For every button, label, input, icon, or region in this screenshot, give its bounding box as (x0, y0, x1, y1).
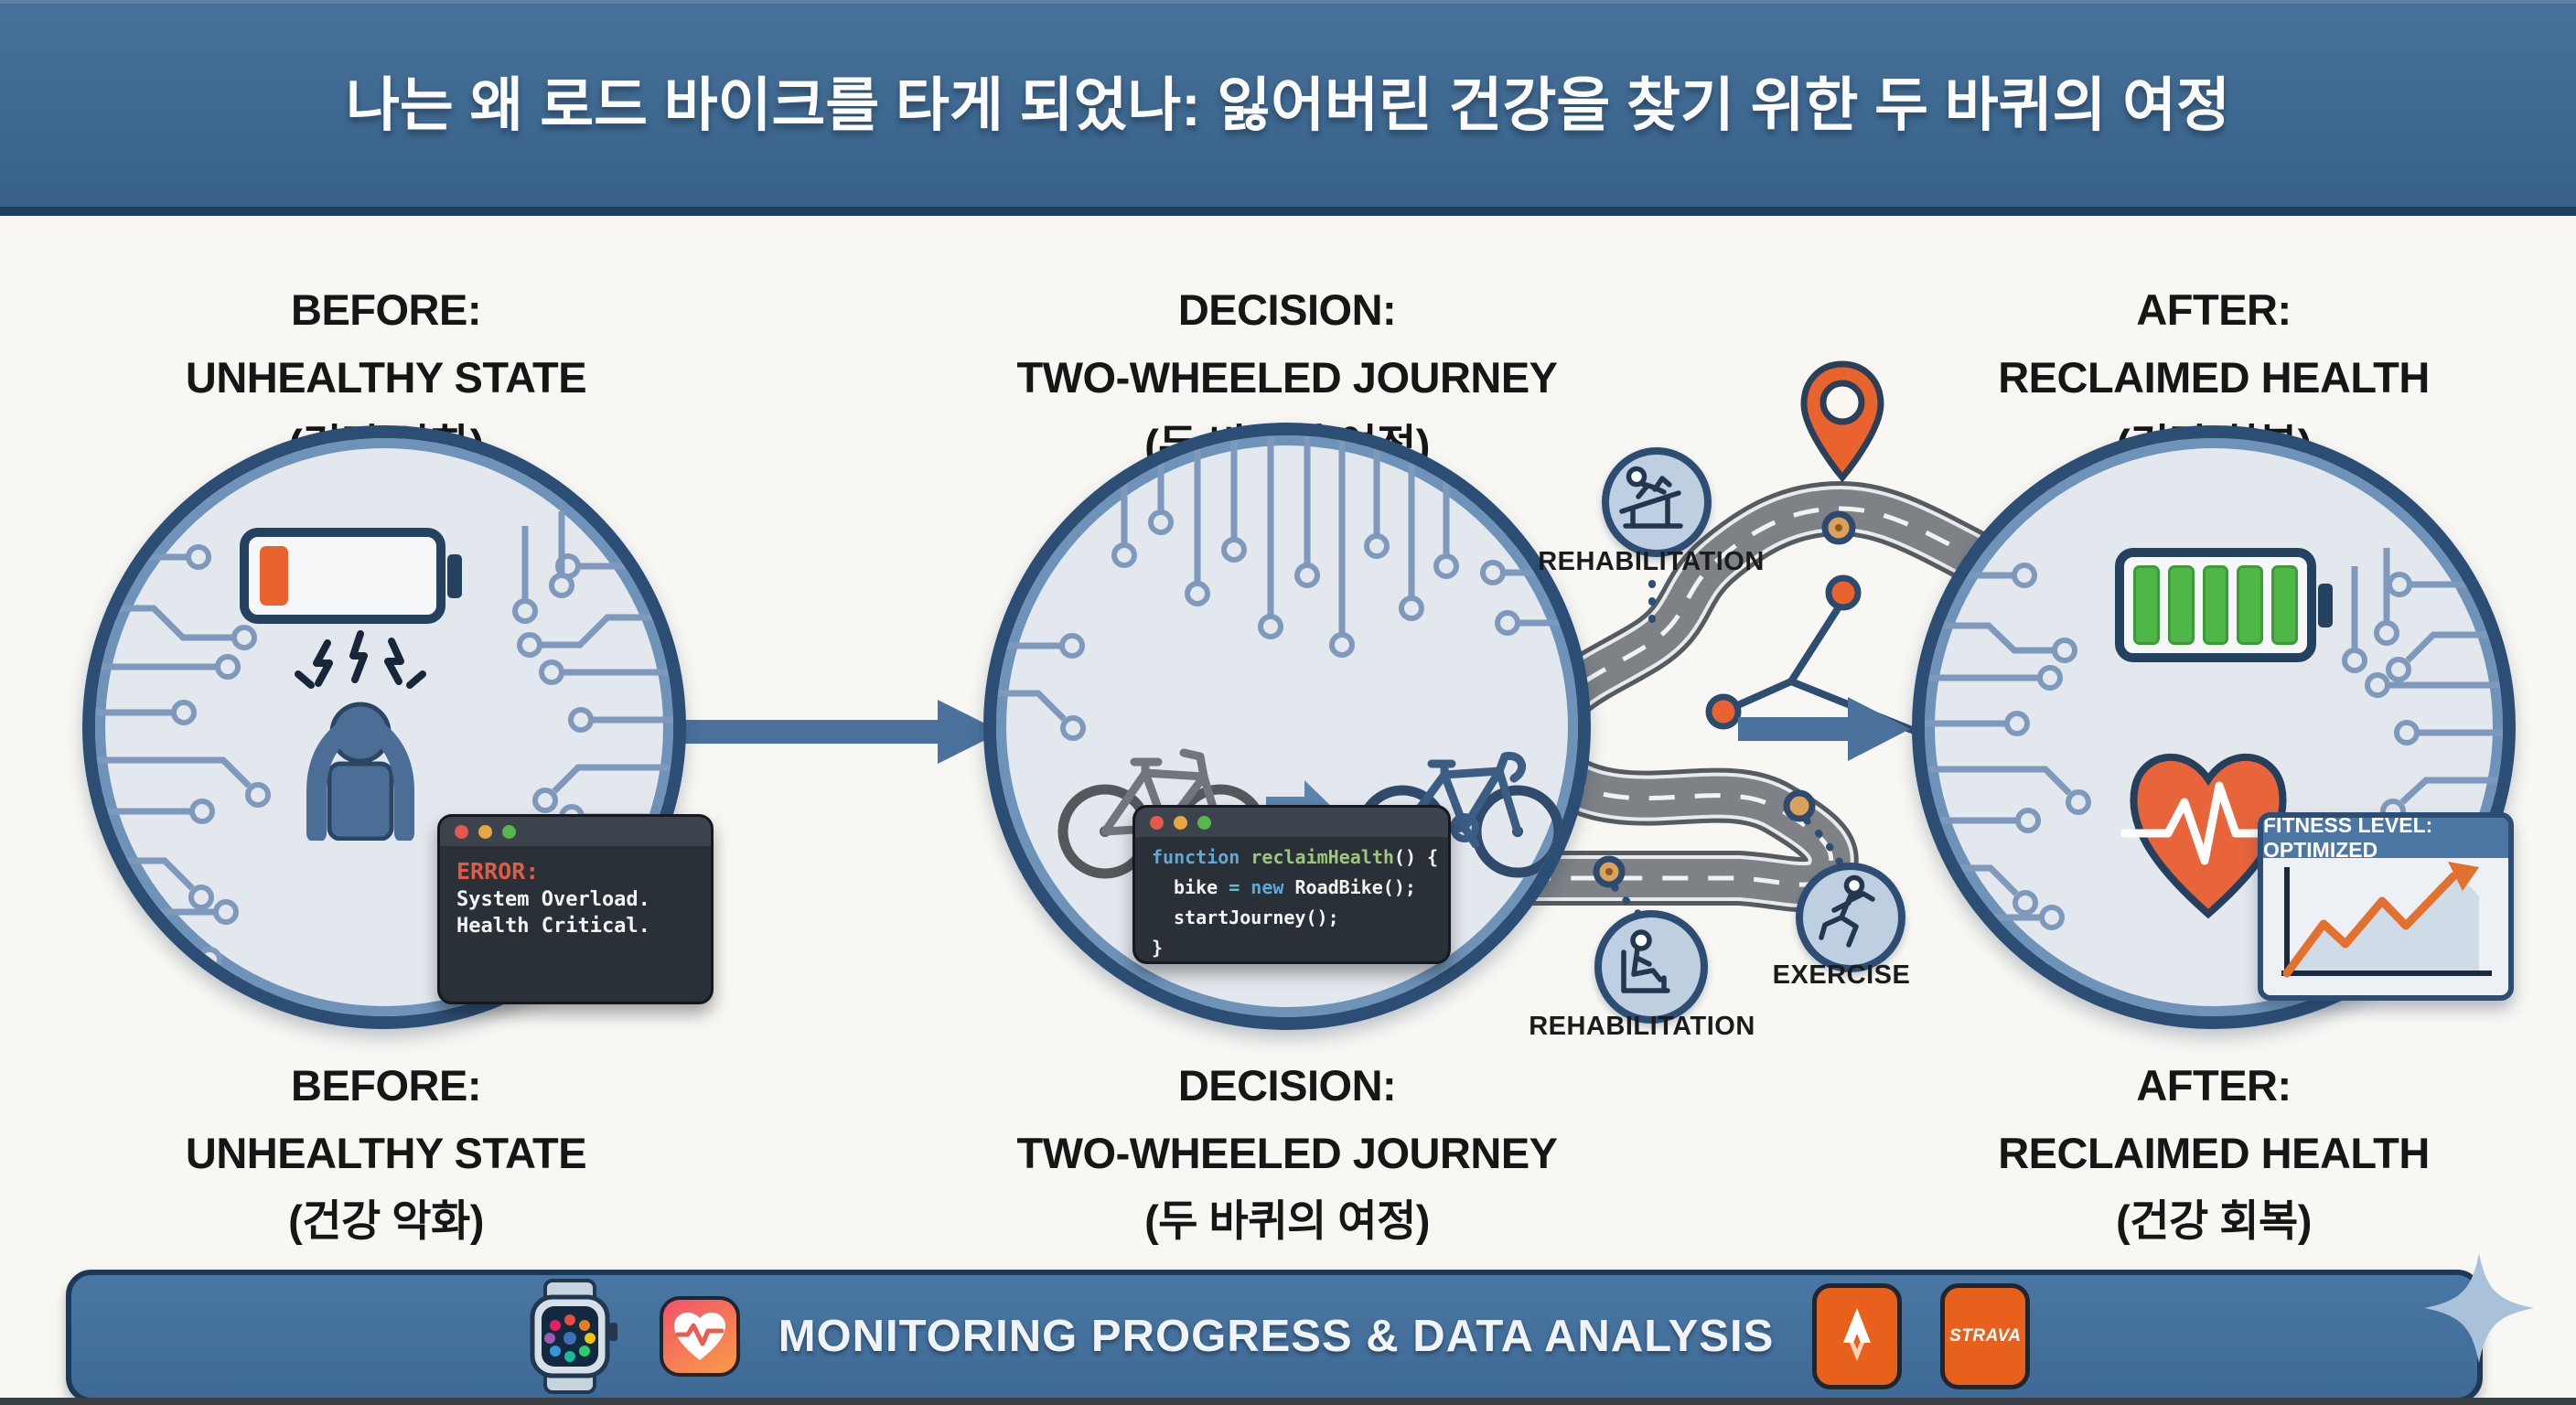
page-title: 나는 왜 로드 바이크를 타게 되었나: 잃어버린 건강을 찾기 위한 두 바퀴… (346, 72, 2230, 138)
flow-arrow-2-icon (1738, 697, 1910, 761)
error-label: ERROR: (456, 858, 540, 885)
decision-heading: DECISION: (1177, 1061, 1397, 1110)
strava-wordmark-label: STRAVA (1949, 1326, 2022, 1346)
error-message-line: System Overload. (456, 888, 650, 911)
minimize-traffic-light-icon (478, 824, 492, 839)
rehabilitation-icon (1602, 447, 1712, 557)
maximize-traffic-light-icon (1197, 815, 1211, 830)
ekg-line (2120, 781, 2296, 865)
battery-terminal (2318, 583, 2333, 627)
footer-bar: MONITORING PROGRESS & DATA ANALYSIS STRA… (66, 1270, 2483, 1403)
waypoint-dot-center (1605, 868, 1613, 875)
battery-full-bars (2133, 565, 2298, 645)
waypoint-dot-center (1835, 524, 1842, 531)
close-traffic-light-icon (1150, 815, 1164, 830)
before-subheading: UNHEALTHY STATE (185, 353, 587, 402)
trend-arrowhead (2448, 862, 2479, 891)
after-heading: AFTER: (2136, 285, 2292, 334)
strava-chevron-icon (1812, 1283, 1903, 1389)
after-subheading: RECLAIMED HEALTH (1998, 353, 2430, 402)
trend-line (2282, 872, 2458, 978)
waypoint-dot (1705, 693, 1742, 730)
footer-title: MONITORING PROGRESS & DATA ANALYSIS (778, 1312, 1775, 1361)
code-line-1: function reclaimHealth() { (1152, 846, 1439, 868)
battery-low-charge-bar (260, 546, 288, 606)
strava-wordmark-icon: STRAVA (1940, 1283, 2031, 1389)
header-band: 나는 왜 로드 바이크를 타게 되었나: 잃어버린 건강을 찾기 위한 두 바퀴… (0, 0, 2576, 216)
battery-full-icon (2115, 548, 2333, 662)
decision-korean: (두 바퀴의 여정) (1144, 1196, 1430, 1245)
terminal-titlebar (440, 817, 711, 846)
trend-area (2287, 873, 2479, 973)
before-subheading: UNHEALTHY STATE (185, 1129, 587, 1177)
fitness-trend-chart (2281, 862, 2492, 978)
minimize-traffic-light-icon (1174, 815, 1187, 830)
code-line-2: bike = new RoadBike(); (1174, 876, 1416, 898)
exercise-label: EXERCISE (1772, 960, 1911, 990)
rehabilitation-label-top: REHABILITATION (1538, 547, 1765, 576)
sparkle-icon (2424, 1253, 2534, 1363)
waypoint-dot (1825, 574, 1862, 611)
flow-arrow-1-icon (677, 700, 1002, 764)
fitness-card: FITNESS LEVEL: OPTIMIZED (2258, 812, 2514, 1001)
label-before-bottom: BEFORE: UNHEALTHY STATE (건강 악화) (82, 1052, 690, 1255)
error-terminal-window: ERROR: System Overload. Health Critical. (437, 814, 714, 1004)
before-heading: BEFORE: (291, 1061, 482, 1110)
label-after-bottom: AFTER: RECLAIMED HEALTH (건강 회복) (1910, 1052, 2517, 1255)
battery-low-icon (240, 528, 462, 624)
after-subheading: RECLAIMED HEALTH (1998, 1129, 2430, 1177)
code-window: function reclaimHealth() { bike = new Ro… (1132, 805, 1451, 964)
battery-terminal (447, 553, 462, 598)
code-line-4: } (1152, 937, 1164, 959)
rehabilitation-icon (1594, 910, 1708, 1024)
stressed-person-icon (295, 630, 426, 841)
rehabilitation-label-bottom: REHABILITATION (1529, 1012, 1755, 1041)
exercise-runner-icon (1796, 863, 1905, 972)
decision-heading: DECISION: (1177, 285, 1397, 334)
terminal-titlebar (1135, 808, 1448, 837)
apple-watch-icon (530, 1279, 617, 1394)
maximize-traffic-light-icon (502, 824, 516, 839)
close-traffic-light-icon (455, 824, 468, 839)
label-decision-bottom: DECISION: TWO-WHEELED JOURNEY (두 바퀴의 여정) (983, 1052, 1591, 1255)
after-korean: (건강 회복) (2116, 1196, 2312, 1245)
dotted-link-exercise (1803, 817, 1844, 867)
health-app-icon (659, 1296, 740, 1377)
lightning-bolts-icon (295, 630, 426, 689)
before-korean: (건강 악화) (288, 1196, 484, 1245)
waypoint-dot (1783, 789, 1816, 822)
before-heading: BEFORE: (291, 285, 482, 334)
after-heading: AFTER: (2136, 1061, 2292, 1110)
bottom-edge-strip (0, 1398, 2576, 1405)
decision-subheading: TWO-WHEELED JOURNEY (1016, 1129, 1558, 1177)
error-message-line: Health Critical. (456, 915, 650, 938)
decision-subheading: TWO-WHEELED JOURNEY (1016, 353, 1558, 402)
map-pin-icon (1800, 360, 1884, 483)
code-line-3: startJourney(); (1174, 906, 1339, 928)
fitness-card-header: FITNESS LEVEL: OPTIMIZED (2263, 818, 2508, 862)
